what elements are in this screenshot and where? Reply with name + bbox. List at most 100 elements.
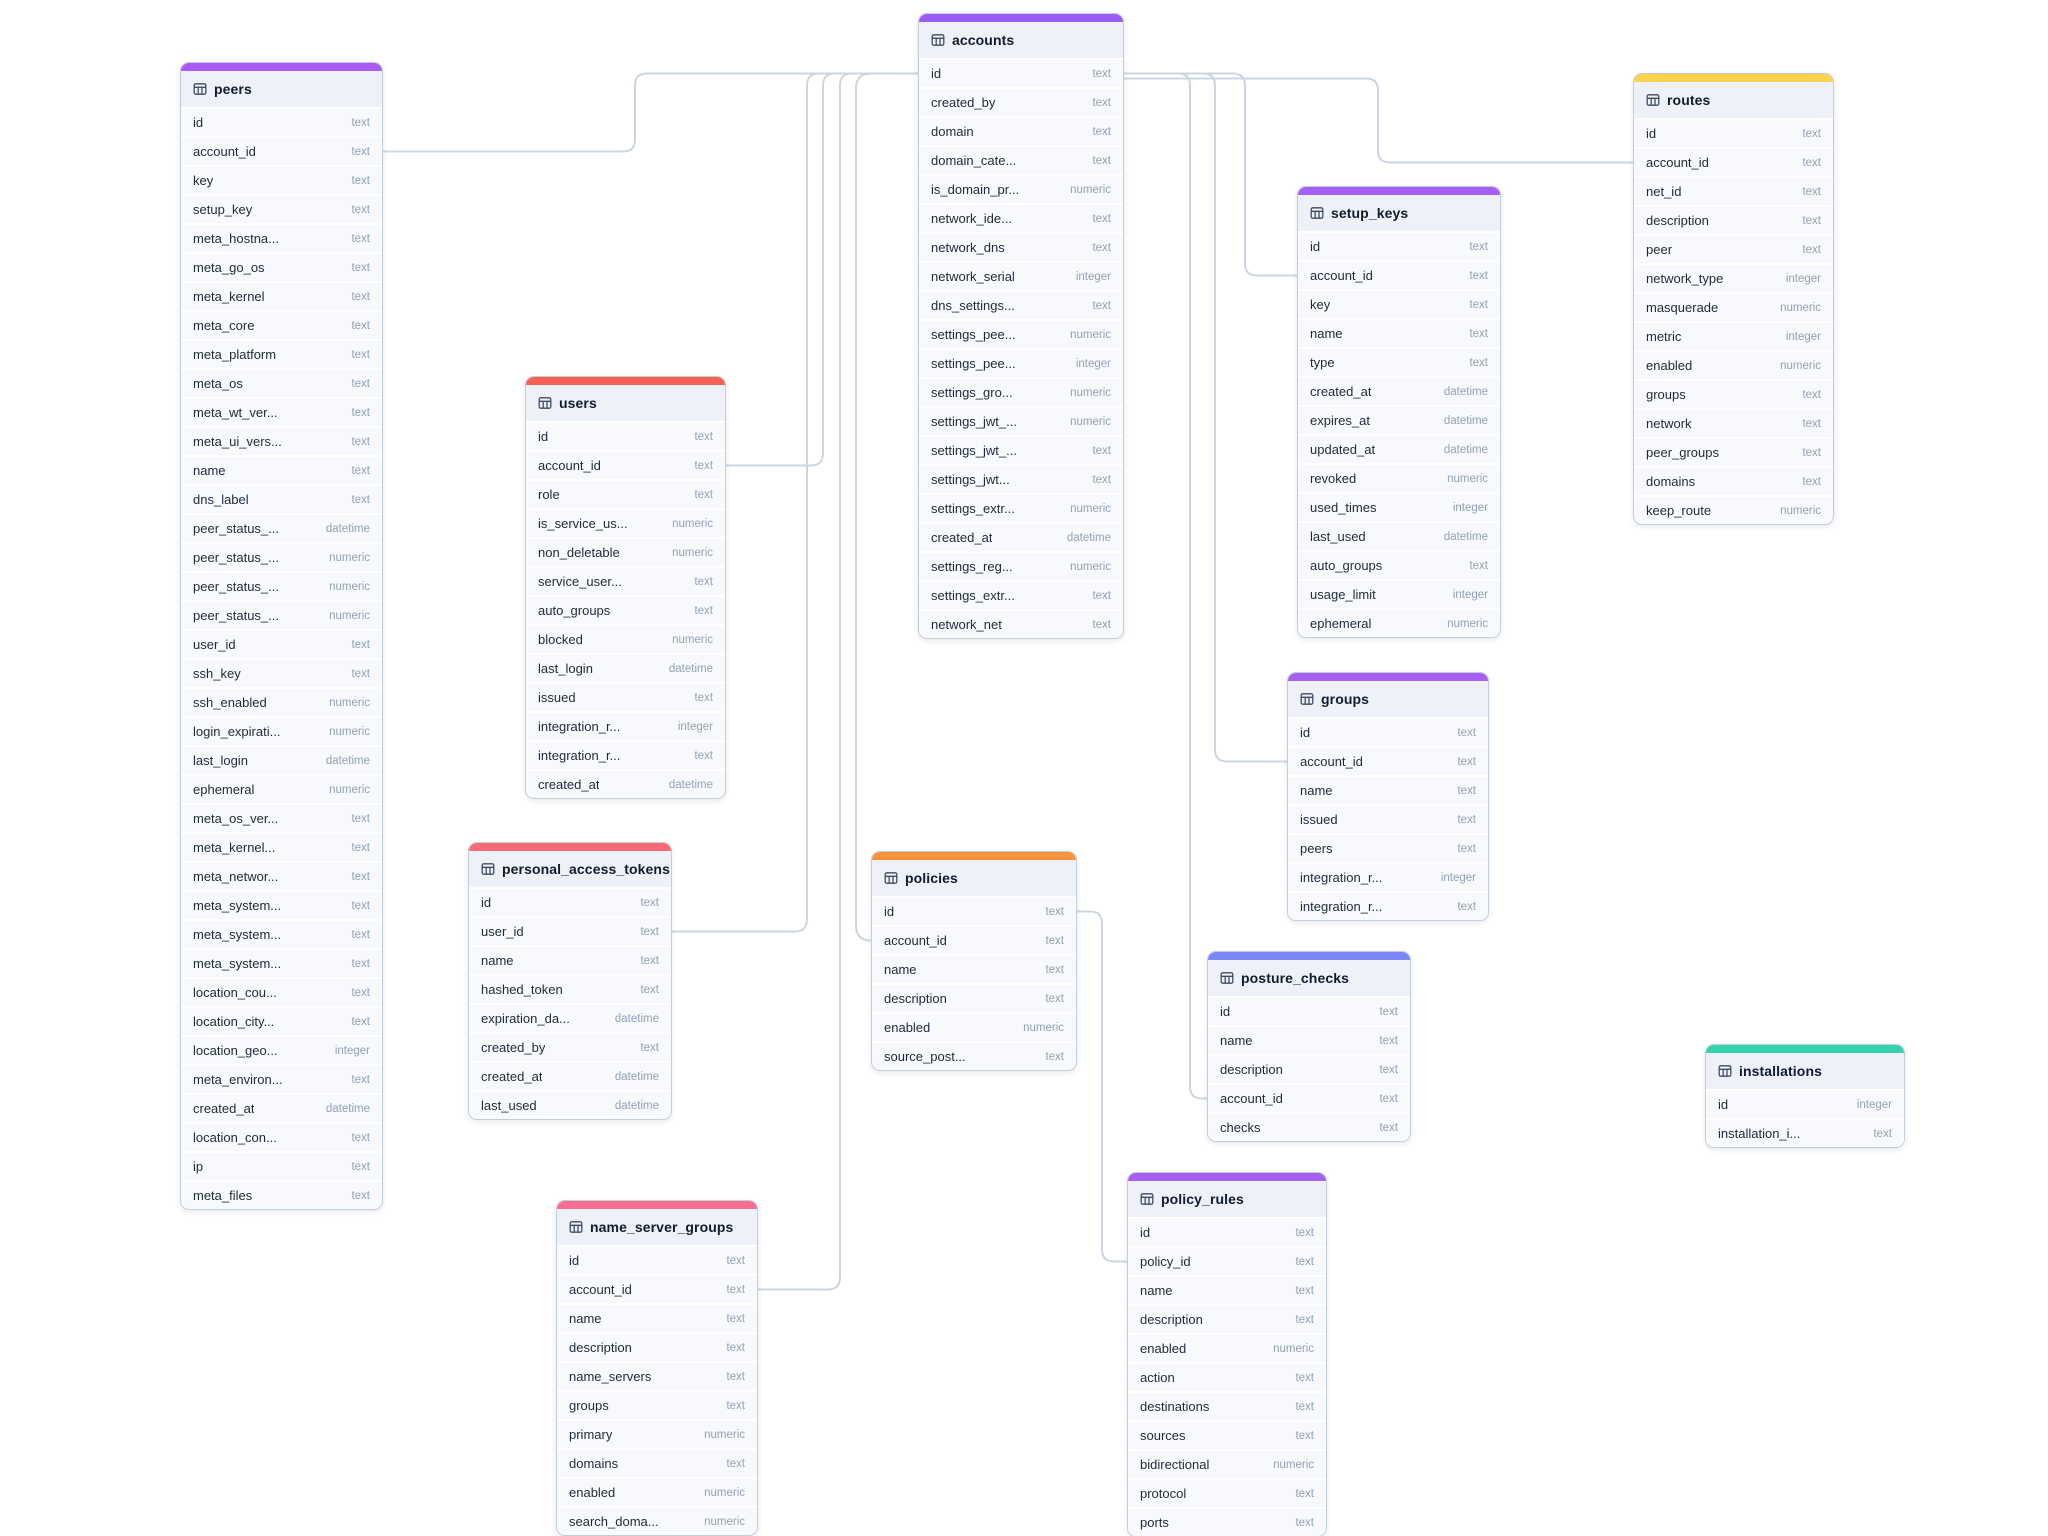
- field-type: text: [1092, 299, 1111, 312]
- table-title: installations: [1739, 1063, 1822, 1079]
- field-row: meta_networ...text: [181, 863, 382, 892]
- field-name: meta_wt_ver...: [193, 405, 278, 420]
- field-row: meta_hostna...text: [181, 225, 382, 254]
- field-type: text: [1802, 417, 1821, 430]
- field-type: text: [1092, 67, 1111, 80]
- field-type: datetime: [325, 1102, 370, 1115]
- field-row: settings_extr...numeric: [919, 495, 1123, 524]
- table-title: accounts: [952, 32, 1015, 48]
- field-row: settings_extr...text: [919, 582, 1123, 611]
- field-name: role: [538, 487, 560, 502]
- table-accent-bar: [1298, 187, 1500, 195]
- table-accent-bar: [919, 14, 1123, 22]
- field-name: protocol: [1140, 1486, 1187, 1501]
- field-type: numeric: [1070, 386, 1111, 399]
- field-type: text: [1092, 241, 1111, 254]
- field-row: peer_status_...numeric: [181, 602, 382, 631]
- field-type: text: [1295, 1226, 1314, 1239]
- table-icon: [193, 83, 207, 95]
- field-type: text: [1457, 755, 1476, 768]
- field-name: meta_system...: [193, 956, 282, 971]
- table-header[interactable]: name_server_groups: [557, 1209, 757, 1247]
- table-header[interactable]: users: [526, 385, 725, 423]
- table-header[interactable]: policy_rules: [1128, 1181, 1326, 1219]
- field-name: bidirectional: [1140, 1457, 1210, 1472]
- field-type: text: [351, 145, 370, 158]
- field-name: network: [1646, 416, 1692, 431]
- field-type: text: [1092, 212, 1111, 225]
- field-name: peer_status_...: [193, 579, 279, 594]
- table-header[interactable]: installations: [1706, 1053, 1904, 1091]
- field-name: id: [1220, 1004, 1231, 1019]
- field-name: domain: [931, 124, 974, 139]
- table-icon: [1310, 207, 1324, 219]
- field-type: text: [1295, 1400, 1314, 1413]
- field-type: numeric: [672, 517, 713, 530]
- table-header[interactable]: setup_keys: [1298, 195, 1500, 233]
- table-icon: [1718, 1065, 1732, 1077]
- table-header[interactable]: groups: [1288, 681, 1488, 719]
- field-row: source_post...text: [872, 1043, 1076, 1070]
- field-name: non_deletable: [538, 545, 620, 560]
- field-row: domain_cate...text: [919, 147, 1123, 176]
- field-type: numeric: [704, 1428, 745, 1441]
- field-type: text: [1295, 1429, 1314, 1442]
- field-name: meta_os_ver...: [193, 811, 279, 826]
- relation-line: [1123, 72, 1298, 277]
- table-header[interactable]: personal_access_tokens: [469, 851, 671, 889]
- field-name: expiration_da...: [481, 1011, 570, 1026]
- field-type: text: [1092, 125, 1111, 138]
- table-header[interactable]: peers: [181, 71, 382, 109]
- field-type: numeric: [329, 725, 370, 738]
- table-header[interactable]: routes: [1634, 82, 1833, 120]
- field-type: numeric: [1070, 415, 1111, 428]
- field-name: account_id: [1310, 268, 1373, 283]
- field-name: is_domain_pr...: [931, 182, 1020, 197]
- field-row: settings_pee...integer: [919, 350, 1123, 379]
- field-type: text: [1802, 388, 1821, 401]
- field-name: name: [884, 962, 917, 977]
- field-type: text: [1469, 327, 1488, 340]
- field-name: settings_jwt_...: [931, 443, 1017, 458]
- field-name: blocked: [538, 632, 583, 647]
- table-accent-bar: [181, 63, 382, 71]
- field-type: text: [1469, 269, 1488, 282]
- field-type: numeric: [1070, 502, 1111, 515]
- field-type: text: [1469, 240, 1488, 253]
- field-type: text: [640, 983, 659, 996]
- relation-line: [1123, 72, 1288, 763]
- table-header[interactable]: policies: [872, 860, 1076, 898]
- table-header[interactable]: posture_checks: [1208, 960, 1410, 998]
- table-header[interactable]: accounts: [919, 22, 1123, 60]
- field-name: integration_r...: [538, 748, 621, 763]
- field-type: text: [726, 1457, 745, 1470]
- field-row: peer_status_...datetime: [181, 515, 382, 544]
- field-type: text: [351, 1131, 370, 1144]
- field-name: ports: [1140, 1515, 1169, 1530]
- field-name: location_con...: [193, 1130, 277, 1145]
